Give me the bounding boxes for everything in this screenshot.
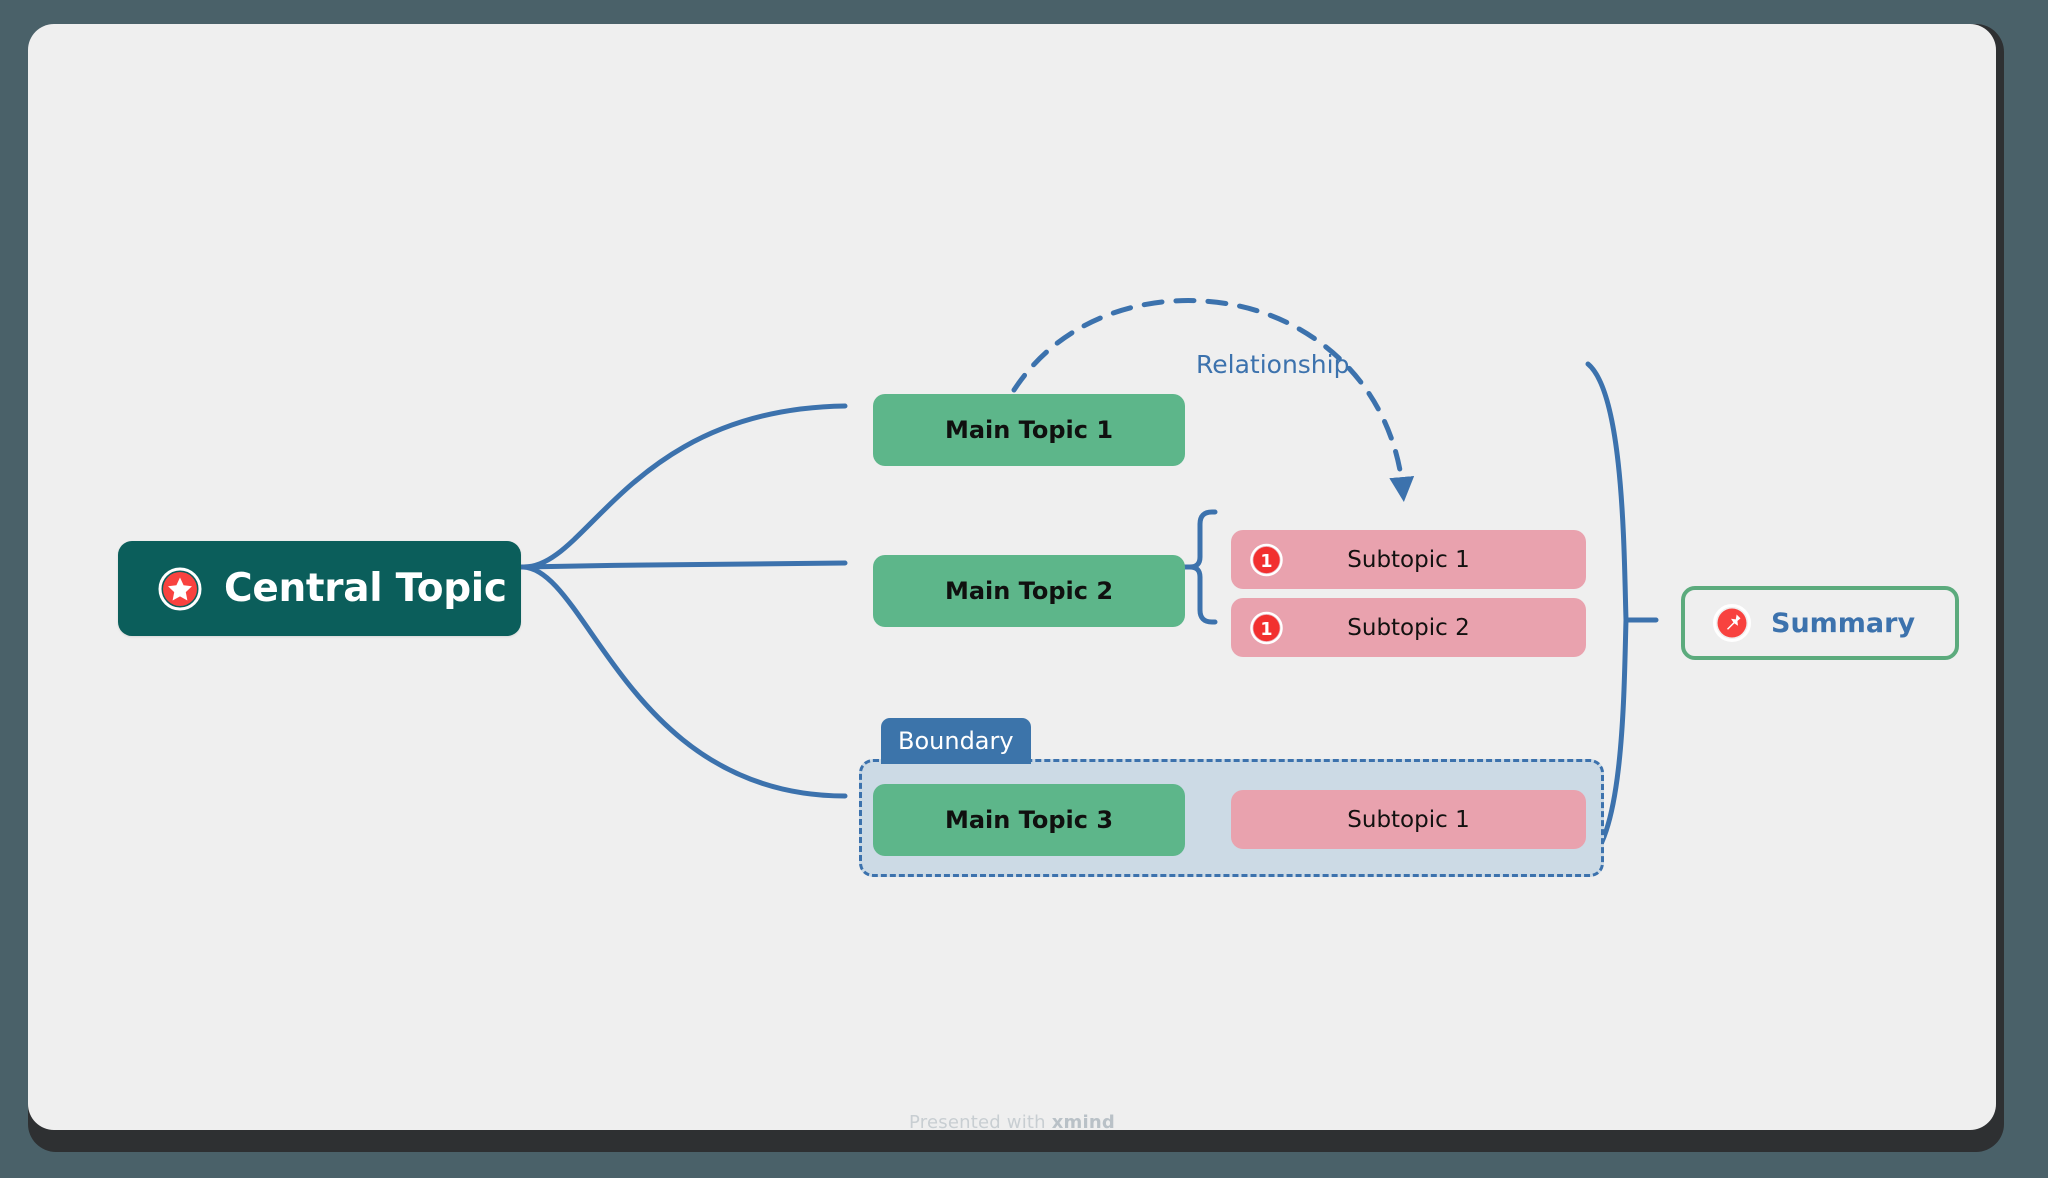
subtopic-1-label: Subtopic 1: [1347, 546, 1470, 573]
main-topic-3-label: Main Topic 3: [944, 806, 1114, 834]
mindmap-canvas[interactable]: Boundary Relationship Central Topic Main…: [28, 24, 1996, 1130]
priority-1-icon: 1: [1250, 611, 1283, 644]
main-topic-3-node[interactable]: Main Topic 3: [873, 784, 1185, 856]
central-topic-node[interactable]: Central Topic: [118, 541, 521, 636]
subtopic-3-label: Subtopic 1: [1347, 806, 1470, 833]
connector-central-to-main3: [520, 564, 848, 799]
boundary-label-text: Boundary: [898, 727, 1014, 755]
main-topic-1-label: Main Topic 1: [944, 416, 1114, 444]
connector-main2-to-subtopic2: [1177, 564, 1218, 625]
main-topic-2-node[interactable]: Main Topic 2: [873, 555, 1185, 627]
summary-node[interactable]: Summary: [1681, 586, 1959, 660]
summary-label: Summary: [1771, 607, 1916, 639]
subtopic-3-node[interactable]: Subtopic 1: [1231, 790, 1586, 849]
priority-1-icon: 1: [1250, 543, 1283, 576]
svg-text:1: 1: [1260, 619, 1272, 639]
footer-brand: xmind: [1051, 1112, 1115, 1130]
central-topic-label: Central Topic: [224, 566, 507, 611]
footer-prefix: Presented with: [909, 1112, 1052, 1130]
relationship-label[interactable]: Relationship: [1196, 350, 1350, 379]
star-marker-icon: [158, 567, 202, 610]
connector-central-to-main2: [520, 560, 848, 570]
main-topic-2-label: Main Topic 2: [944, 577, 1114, 605]
connector-central-to-main1: [520, 403, 848, 570]
main-topic-1-node[interactable]: Main Topic 1: [873, 394, 1185, 466]
connector-main2-to-subtopic1: [1177, 509, 1218, 570]
subtopic-2-node[interactable]: 1 Subtopic 2: [1231, 598, 1586, 657]
subtopic-2-label: Subtopic 2: [1347, 614, 1470, 641]
boundary-label-tab[interactable]: Boundary: [881, 718, 1031, 764]
svg-text:1: 1: [1260, 551, 1272, 571]
pin-marker-icon: [1713, 604, 1751, 642]
subtopic-1-node[interactable]: 1 Subtopic 1: [1231, 530, 1586, 589]
footer-credit: Presented with xmind: [28, 1112, 1996, 1130]
